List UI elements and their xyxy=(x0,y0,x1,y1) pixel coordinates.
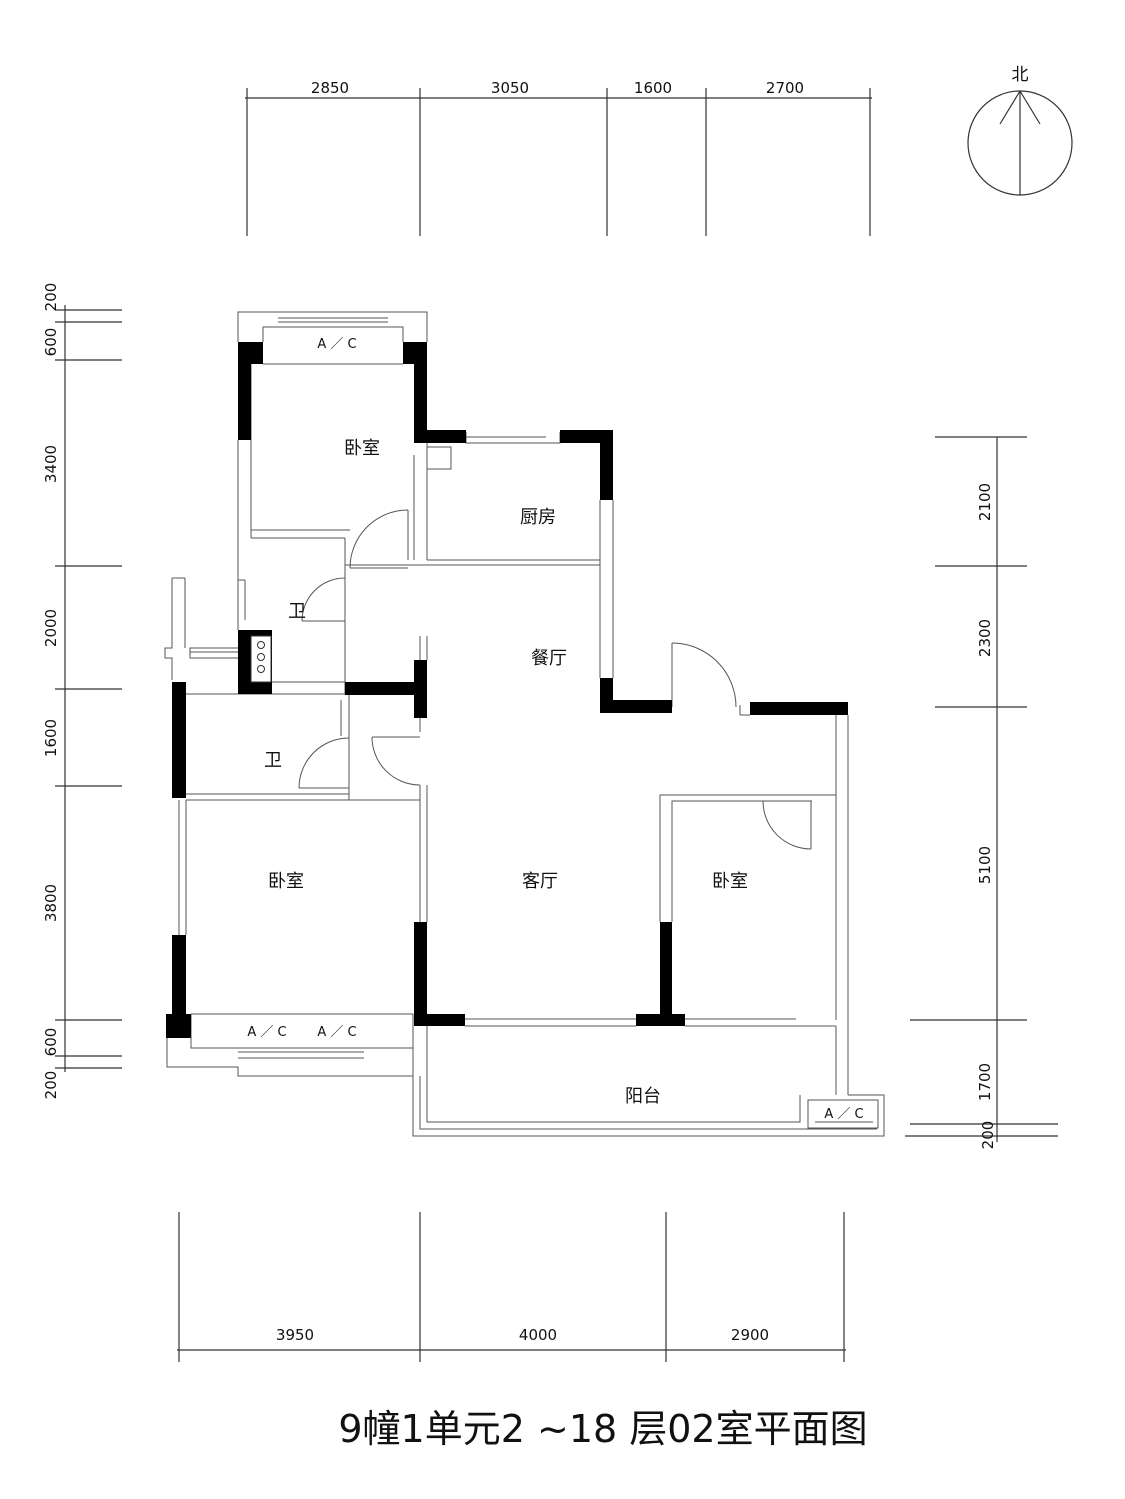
right-dim-5: 200 xyxy=(979,1121,997,1150)
room-label-bath-lower: 卫 xyxy=(264,750,282,771)
left-dim-1: 200 xyxy=(42,283,60,312)
ac-unit-balcony: A ／ C xyxy=(824,1107,863,1122)
wall-outlines xyxy=(164,311,885,1137)
room-label-living: 客厅 xyxy=(522,871,558,892)
left-dim-7: 600 xyxy=(42,1028,60,1057)
room-label-kitchen: 厨房 xyxy=(520,507,556,528)
right-dim-1: 2100 xyxy=(976,483,994,521)
left-dim-4: 2000 xyxy=(42,609,60,647)
plan-title: 9幢1单元2 ~18 层02室平面图 xyxy=(338,1407,867,1451)
door-swings xyxy=(298,509,812,850)
left-dim-2: 600 xyxy=(42,328,60,357)
room-labels: 卧室 厨房 卫 餐厅 卫 卧室 客厅 卧室 阳台 xyxy=(264,438,748,1107)
left-dim-6: 3800 xyxy=(42,884,60,922)
ac-units: A ／ C A ／ C A ／ C A ／ C xyxy=(247,337,863,1122)
right-dimension-chain: 2100 2300 5100 1700 200 xyxy=(905,436,1058,1150)
left-dim-8: 200 xyxy=(42,1071,60,1100)
left-dim-3: 3400 xyxy=(42,445,60,483)
ac-unit-bottom-2: A ／ C xyxy=(317,1025,356,1040)
room-label-bedroom-top: 卧室 xyxy=(344,438,380,459)
stove-icon xyxy=(250,635,272,683)
right-dim-2: 2300 xyxy=(976,619,994,657)
room-label-dining: 餐厅 xyxy=(531,648,567,669)
top-dim-2: 3050 xyxy=(491,79,529,97)
bottom-dim-2: 4000 xyxy=(519,1326,557,1344)
bottom-dimension-chain: 3950 4000 2900 xyxy=(177,1212,846,1362)
right-dim-4: 1700 xyxy=(976,1063,994,1101)
top-dim-4: 2700 xyxy=(766,79,804,97)
top-dimension-chain: 2850 3050 1600 2700 xyxy=(245,79,872,236)
ac-unit-bottom-1: A ／ C xyxy=(247,1025,286,1040)
north-compass-icon: 北 xyxy=(967,65,1073,196)
bottom-dim-1: 3950 xyxy=(276,1326,314,1344)
room-label-balcony: 阳台 xyxy=(625,1086,661,1107)
north-label: 北 xyxy=(1012,65,1029,85)
ac-unit-top: A ／ C xyxy=(317,337,356,352)
room-label-bedroom-left: 卧室 xyxy=(268,871,304,892)
right-dim-3: 5100 xyxy=(976,846,994,884)
top-dim-3: 1600 xyxy=(634,79,672,97)
left-dim-5: 1600 xyxy=(42,719,60,757)
left-dimension-chain: 200 600 3400 2000 1600 3800 600 200 xyxy=(42,283,122,1100)
room-label-bath-upper: 卫 xyxy=(288,601,306,622)
structural-walls xyxy=(166,342,848,1038)
room-label-bedroom-right: 卧室 xyxy=(712,871,748,892)
top-dim-1: 2850 xyxy=(311,79,349,97)
bottom-dim-3: 2900 xyxy=(731,1326,769,1344)
